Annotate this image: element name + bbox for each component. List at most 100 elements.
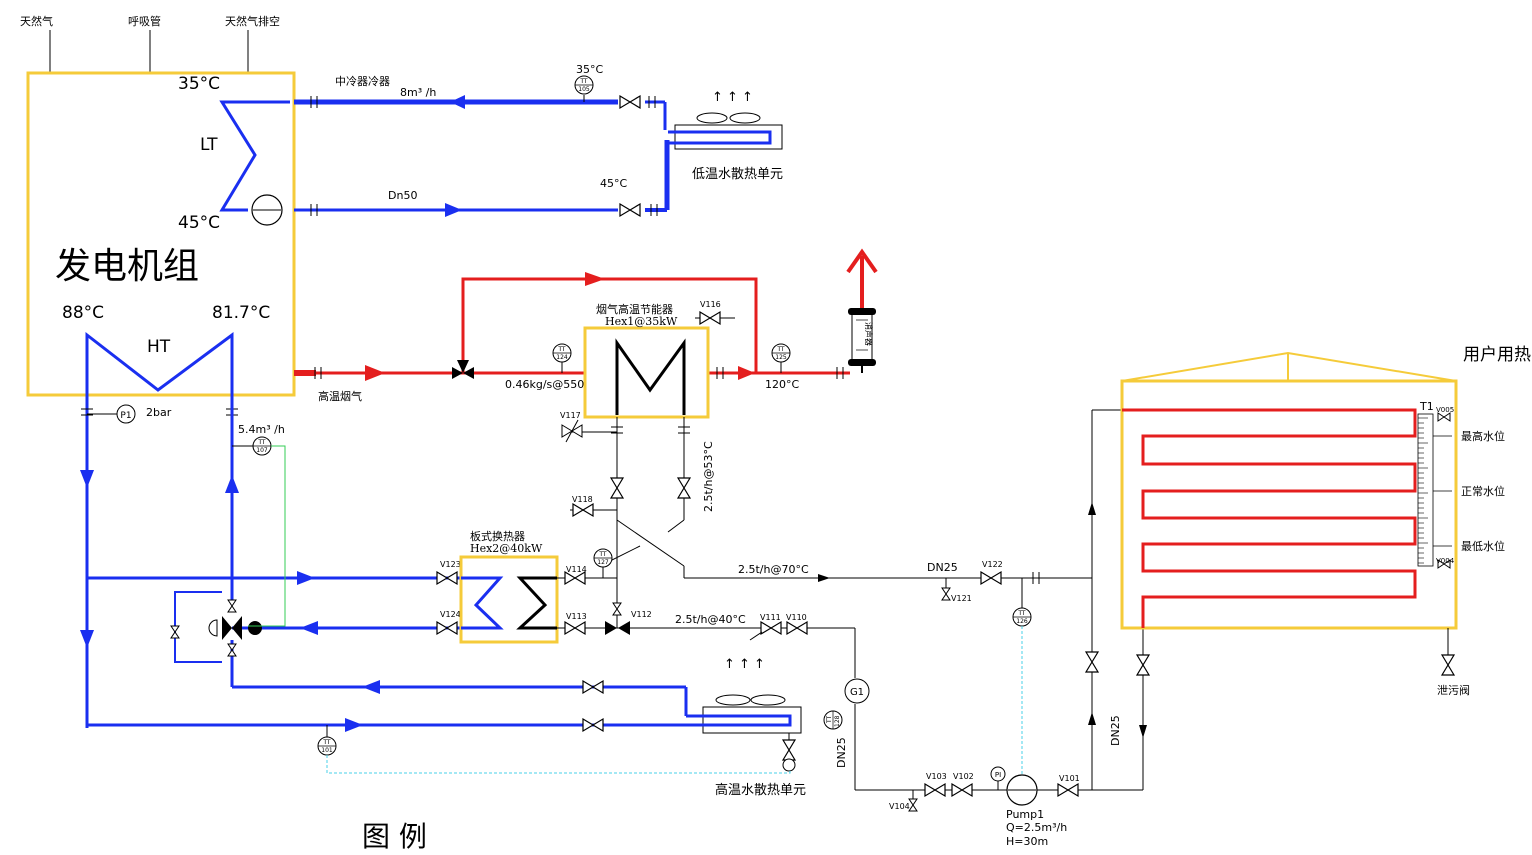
ht-label: HT bbox=[147, 337, 171, 357]
lt-supply-line bbox=[294, 95, 667, 130]
v103-label: V103 bbox=[926, 772, 947, 781]
genset-frame bbox=[26, 71, 296, 397]
max-level-label: 最高水位 bbox=[1461, 429, 1505, 443]
v118-valve[interactable] bbox=[570, 503, 617, 517]
p1-gauge: P1 bbox=[87, 404, 136, 424]
svg-text:TT: TT bbox=[257, 439, 266, 446]
v110-label: V110 bbox=[786, 613, 807, 622]
v123-valve[interactable] bbox=[436, 571, 458, 585]
ht-radiator-valve-top[interactable] bbox=[582, 680, 604, 694]
v123-label: V123 bbox=[440, 560, 461, 569]
t1-label: T1 bbox=[1419, 400, 1434, 413]
hex1-right-drain-valve[interactable] bbox=[677, 477, 691, 499]
ht-flow: 5.4m³ /h bbox=[238, 423, 285, 436]
ht-left-temp: 88°C bbox=[62, 303, 104, 323]
exhaust-main-line bbox=[294, 365, 850, 381]
hex2-title: 板式换热器 bbox=[470, 529, 525, 543]
g1-meter: G1 bbox=[844, 678, 870, 704]
dn25-label: DN25 bbox=[927, 561, 958, 574]
genset-title: 发电机组 bbox=[55, 246, 199, 287]
svg-text:128: 128 bbox=[834, 715, 841, 727]
v113-label: V113 bbox=[566, 612, 587, 621]
lt-flow-label: 8m³ /h bbox=[400, 86, 436, 99]
riser-supply-valve[interactable] bbox=[1085, 651, 1099, 673]
silencer-label: 消声器 bbox=[864, 322, 874, 346]
lt-fan-arrows: ↑ ↑ ↑ bbox=[712, 90, 753, 105]
svg-text:TT: TT bbox=[557, 346, 566, 353]
user-return-line bbox=[854, 628, 1143, 791]
v111-check-mark bbox=[749, 631, 763, 641]
hex2-cold-side bbox=[516, 576, 557, 630]
v112-label: V112 bbox=[631, 610, 652, 619]
lt-radiator bbox=[668, 112, 783, 150]
v122-label: V122 bbox=[982, 560, 1003, 569]
lt-supply-valve[interactable] bbox=[619, 95, 641, 109]
svg-text:105: 105 bbox=[578, 86, 590, 93]
exhaust-bypass-line bbox=[461, 272, 758, 373]
chimney-outlet bbox=[846, 248, 878, 308]
v103-valve[interactable] bbox=[924, 783, 946, 797]
hex1-sub: Hex1@35kW bbox=[605, 315, 678, 328]
v104-drain[interactable] bbox=[908, 790, 918, 812]
ht-radiator-valve-bottom[interactable] bbox=[582, 718, 604, 732]
flow-40-label: 2.5t/h@40°C bbox=[675, 613, 746, 626]
breather-pipe-label: 呼吸管 bbox=[128, 14, 161, 28]
exhaust-flow-label: 0.46kg/s@550°C bbox=[505, 378, 598, 391]
v111-valve[interactable] bbox=[760, 621, 782, 635]
v117-label: V117 bbox=[560, 411, 581, 420]
pi-gauge: PI bbox=[990, 766, 1006, 790]
tank-heating-coil bbox=[1122, 408, 1417, 628]
v114-label: V114 bbox=[566, 565, 587, 574]
ht-right-temp: 81.7°C bbox=[212, 303, 270, 323]
v124-label: V124 bbox=[440, 610, 461, 619]
three-way-valve-exhaust[interactable] bbox=[452, 360, 474, 379]
v110-valve[interactable] bbox=[786, 621, 808, 635]
hex1-frame bbox=[583, 326, 710, 419]
v122-valve[interactable] bbox=[980, 571, 1002, 585]
tt128-instrument: TT 128 bbox=[823, 710, 843, 730]
v101-valve[interactable] bbox=[1057, 783, 1079, 797]
tt124-instrument: TT 124 bbox=[552, 343, 572, 373]
svg-text:G1: G1 bbox=[850, 687, 864, 698]
tt105-temp: 35°C bbox=[576, 63, 603, 76]
pump-name: Pump1 bbox=[1006, 808, 1044, 821]
pump-flow: Q=2.5m³/h bbox=[1006, 821, 1067, 834]
riser-return-valve[interactable] bbox=[1136, 654, 1150, 676]
flow-70-label: 2.5t/h@70°C bbox=[738, 563, 809, 576]
svg-text:TT: TT bbox=[579, 78, 588, 85]
v121-drain[interactable] bbox=[941, 578, 951, 601]
svg-text:101: 101 bbox=[321, 747, 333, 754]
gas-vent-label: 天然气排空 bbox=[225, 14, 280, 28]
v116-valve[interactable] bbox=[695, 311, 735, 325]
svg-text:127: 127 bbox=[597, 559, 609, 566]
v112-check-valve[interactable] bbox=[605, 602, 630, 635]
dn25-vert-label: DN25 bbox=[835, 737, 848, 768]
svg-text:125: 125 bbox=[775, 354, 787, 361]
pump1[interactable] bbox=[1006, 774, 1038, 806]
lt-bottom-temp: 45°C bbox=[178, 213, 220, 233]
tt126-instrument: TT 126 bbox=[1012, 578, 1032, 627]
v124-valve[interactable] bbox=[436, 621, 458, 635]
v101-label: V101 bbox=[1059, 774, 1080, 783]
svg-text:126: 126 bbox=[1016, 618, 1028, 625]
svg-text:TT: TT bbox=[776, 346, 785, 353]
tt105-instrument: TT 105 bbox=[574, 75, 594, 102]
silencer bbox=[848, 308, 876, 373]
svg-text:107: 107 bbox=[256, 447, 268, 454]
ht-right-return bbox=[225, 393, 688, 716]
v113-valve[interactable] bbox=[564, 621, 586, 635]
ht-three-way-valve[interactable] bbox=[208, 599, 262, 657]
v117-safety-valve[interactable] bbox=[561, 419, 583, 443]
lt-return-valve[interactable] bbox=[619, 203, 641, 217]
flow-53-label: 2.5t/h@53°C bbox=[702, 441, 715, 512]
exhaust-out-temp: 120°C bbox=[765, 378, 799, 391]
normal-level-label: 正常水位 bbox=[1461, 484, 1505, 498]
dn25-right-label: DN25 bbox=[1109, 715, 1122, 746]
drain-valve[interactable] bbox=[1441, 628, 1455, 676]
tank-frame bbox=[1120, 351, 1458, 630]
hex1-left-drain-valve[interactable] bbox=[610, 477, 624, 499]
svg-text:PI: PI bbox=[995, 771, 1001, 779]
v102-valve[interactable] bbox=[951, 783, 973, 797]
svg-text:P1: P1 bbox=[120, 411, 131, 421]
lt-cooler-coil bbox=[219, 100, 290, 212]
